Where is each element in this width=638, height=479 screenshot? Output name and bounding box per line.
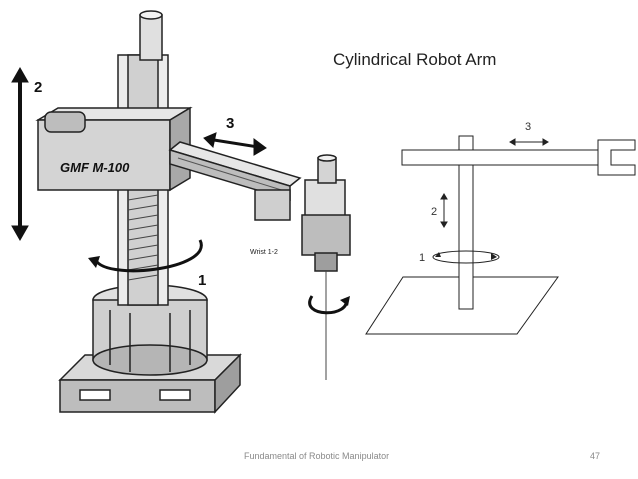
photo-axis-label-2: 2 bbox=[34, 79, 42, 96]
page-number: 47 bbox=[590, 451, 601, 461]
vertical-column bbox=[458, 135, 474, 310]
photo-arrow-3 bbox=[203, 132, 267, 156]
photo-rotation-arrow-1 bbox=[88, 239, 203, 273]
robot-pedestal bbox=[92, 284, 208, 376]
photo-arrow-2 bbox=[11, 66, 29, 242]
schematic-axis-label-3: 3 bbox=[525, 121, 531, 133]
schematic-arrow-2 bbox=[440, 193, 448, 228]
robot-model-label: GMF M-100 bbox=[60, 160, 130, 175]
horizontal-beam bbox=[401, 149, 599, 166]
schematic-diagram: 3 2 1 bbox=[365, 121, 636, 335]
robot-wrist bbox=[254, 154, 351, 380]
photo-axis-label-1: 1 bbox=[198, 272, 206, 289]
photo-axis-label-3: 3 bbox=[226, 115, 234, 132]
footer-text: Fundamental of Robotic Manipulator bbox=[244, 451, 390, 461]
schematic-arrow-3 bbox=[509, 138, 549, 146]
gripper bbox=[597, 139, 636, 176]
photo-rotation-arrow-wrist bbox=[308, 295, 350, 315]
robot-illustration: GMF M-100 Wrist 1-2 2 bbox=[11, 10, 351, 414]
slide-title: Cylindrical Robot Arm bbox=[333, 50, 497, 69]
schematic-rotation-1 bbox=[432, 250, 500, 264]
wrist-label: Wrist 1-2 bbox=[250, 249, 278, 256]
schematic-axis-label-1: 1 bbox=[419, 252, 425, 264]
schematic-axis-label-2: 2 bbox=[431, 206, 437, 218]
robot-housing bbox=[35, 106, 193, 192]
